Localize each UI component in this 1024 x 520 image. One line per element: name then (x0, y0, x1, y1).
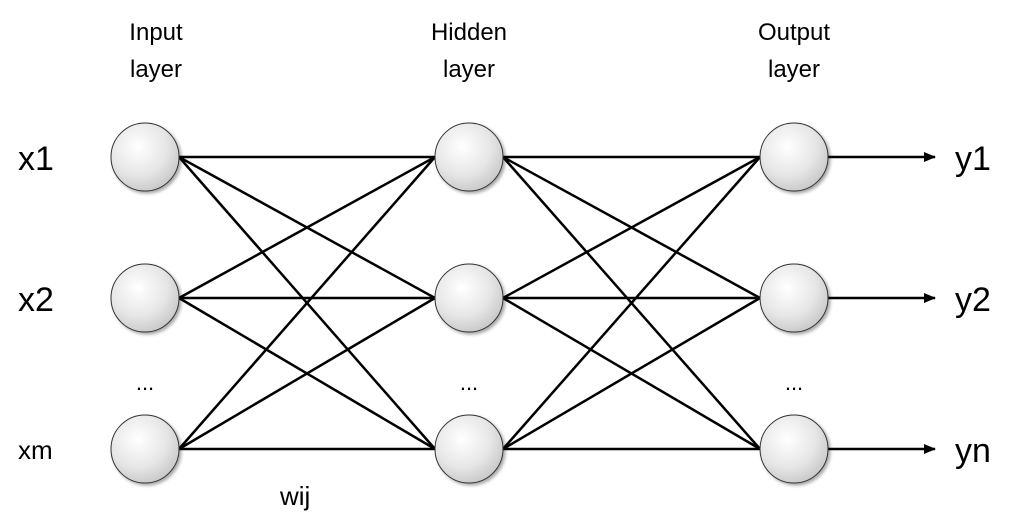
connection-2-3-1 (502, 156, 761, 450)
input-node-2 (110, 263, 180, 333)
hidden-layer-ellipsis: ... (460, 370, 478, 395)
input-label-1: x1 (18, 140, 54, 178)
output-layer-title-line2: layer (768, 56, 820, 83)
output-layer-nodes (759, 122, 829, 484)
input-layer-ellipsis: ... (136, 370, 154, 395)
connections (178, 155, 761, 451)
output-label-1: y1 (955, 140, 991, 178)
output-label-2: y2 (955, 281, 991, 319)
connection-1-3-1 (178, 156, 436, 450)
hidden-layer-nodes (434, 122, 504, 484)
weight-label: wij (279, 481, 310, 511)
hidden-node-1 (434, 122, 504, 192)
output-layer-title-line1: Output (758, 19, 830, 46)
output-node-1 (759, 122, 829, 192)
hidden-node-2 (434, 263, 504, 333)
connection-2-3-2 (502, 296, 761, 451)
connection-1-2-1 (178, 155, 436, 300)
output-node-n (759, 414, 829, 484)
output-node-2 (759, 263, 829, 333)
connection-2-2-1 (502, 155, 761, 300)
input-node-m (110, 414, 180, 484)
hidden-node-n (434, 414, 504, 484)
input-layer-title-line1: Input (129, 19, 183, 46)
input-layer-title-line2: layer (130, 56, 182, 83)
hidden-layer-title-line1: Hidden (431, 19, 507, 46)
hidden-layer-title-line2: layer (443, 56, 495, 83)
input-layer-nodes (110, 122, 180, 484)
input-label-2: x2 (18, 281, 54, 319)
connection-1-3-2 (178, 296, 436, 451)
output-label-n: yn (955, 432, 991, 470)
input-label-m: xm (18, 435, 53, 465)
output-layer-ellipsis: ... (785, 370, 803, 395)
input-node-1 (110, 122, 180, 192)
